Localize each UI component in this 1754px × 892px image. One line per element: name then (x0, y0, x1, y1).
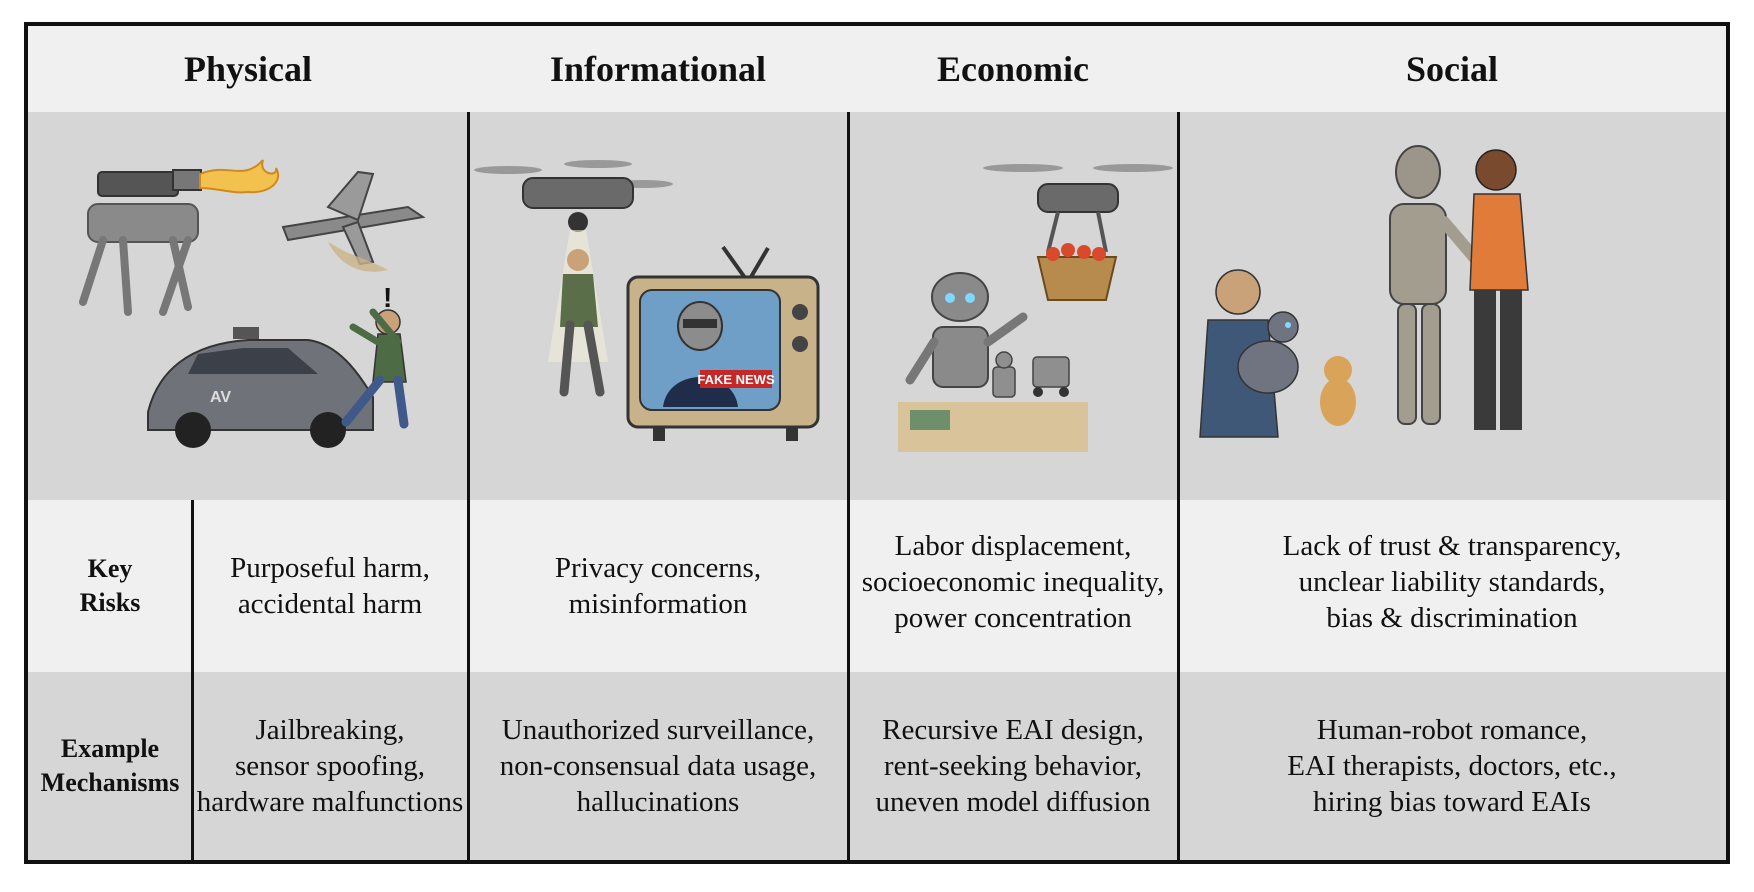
header-row: Physical Informational Economic Social (28, 26, 1726, 113)
column-divider (467, 112, 470, 860)
workbench-robots-icon (898, 272, 1088, 452)
example-mechanisms-label: Example Mechanisms (28, 672, 192, 860)
man-with-robot-dog-icon (1199, 269, 1299, 438)
column-header-economic: Economic (937, 49, 1089, 89)
social-mechanisms: Human-robot romance, EAI therapists, doc… (1178, 672, 1726, 860)
mechanism-text-line: Jailbreaking, (255, 714, 405, 746)
robot-dog-flamethrower-icon (79, 159, 279, 316)
golden-puppy-icon (1320, 356, 1356, 426)
key-risks-label-line: Risks (79, 588, 141, 617)
key-risks-label: Key Risks (28, 500, 192, 672)
example-mechanisms-row: Example Mechanisms Jailbreaking, sensor … (28, 672, 1726, 860)
social-key-risks: Lack of trust & transparency, unclear li… (1178, 500, 1726, 672)
physical-key-risks: Purposeful harm, accidental harm (192, 500, 468, 672)
mechanism-text-line: hiring bias toward EAIs (1313, 786, 1591, 818)
risk-text-line: Purposeful harm, (230, 552, 430, 584)
risk-text-line: bias & discrimination (1326, 602, 1578, 634)
column-header-informational: Informational (550, 49, 766, 89)
key-risks-label-line: Key (87, 554, 133, 583)
economic-key-risks: Labor displacement, socioeconomic inequa… (848, 500, 1178, 672)
car-badge: AV (210, 389, 231, 406)
mechanism-text-line: hallucinations (576, 786, 740, 818)
risk-text-line: misinformation (568, 588, 748, 620)
pedestrian-icon: ! (341, 282, 409, 429)
fake-news-banner: FAKE NEWS (697, 372, 775, 387)
column-divider (847, 112, 850, 860)
humanoid-robot-icon (1389, 145, 1484, 425)
column-divider (1177, 112, 1180, 860)
mechanism-text-line: sensor spoofing, (234, 750, 426, 782)
informational-mechanisms: Unauthorized surveillance, non-consensua… (468, 672, 848, 860)
mechanism-text-line: non-consensual data usage, (499, 750, 817, 782)
mechanism-text-line: rent-seeking behavior, (883, 750, 1143, 782)
example-mechanisms-label-line: Example (60, 734, 160, 763)
row-label-divider (191, 500, 194, 860)
woman-icon (1469, 149, 1529, 430)
mechanism-text-line: uneven model diffusion (875, 786, 1151, 818)
risk-text-line: Privacy concerns, (554, 552, 762, 584)
exclamation-mark: ! (383, 282, 392, 313)
risk-text-line: Labor displacement, (894, 530, 1132, 562)
mechanism-text-line: Recursive EAI design, (882, 714, 1144, 746)
risk-text-line: unclear liability standards, (1298, 566, 1606, 598)
delivery-drone-icon (983, 164, 1173, 301)
physical-illustration: AV ! (28, 112, 468, 500)
mechanism-text-line: EAI therapists, doctors, etc., (1287, 750, 1617, 782)
mechanism-text-line: Human-robot romance, (1316, 714, 1588, 746)
example-mechanisms-label-line: Mechanisms (40, 768, 180, 797)
risk-taxonomy-table: Physical Informational Economic Social (24, 22, 1730, 864)
informational-illustration: FAKE NEWS (468, 112, 848, 500)
illustration-row: AV ! (28, 112, 1726, 501)
autonomous-car-icon: AV (147, 327, 374, 448)
column-header-social: Social (1405, 49, 1498, 89)
mechanism-text-line: Unauthorized surveillance, (501, 714, 815, 746)
risk-text-line: Lack of trust & transparency, (1282, 530, 1622, 562)
social-illustration (1178, 112, 1726, 500)
fake-news-tv-icon: FAKE NEWS (626, 245, 820, 441)
risk-text-line: accidental harm (237, 588, 423, 620)
economic-mechanisms: Recursive EAI design, rent-seeking behav… (848, 672, 1178, 860)
physical-mechanisms: Jailbreaking, sensor spoofing, hardware … (192, 672, 468, 860)
key-risks-row: Key Risks Purposeful harm, accidental ha… (28, 500, 1726, 673)
risk-text-line: socioeconomic inequality, (861, 566, 1165, 598)
person-under-surveillance-icon (559, 249, 605, 397)
informational-key-risks: Privacy concerns, misinformation (468, 500, 848, 672)
risk-text-line: power concentration (894, 602, 1132, 634)
column-header-physical: Physical (183, 49, 312, 89)
mechanism-text-line: hardware malfunctions (196, 786, 464, 818)
economic-illustration (848, 112, 1178, 500)
military-drone-icon (281, 170, 426, 272)
